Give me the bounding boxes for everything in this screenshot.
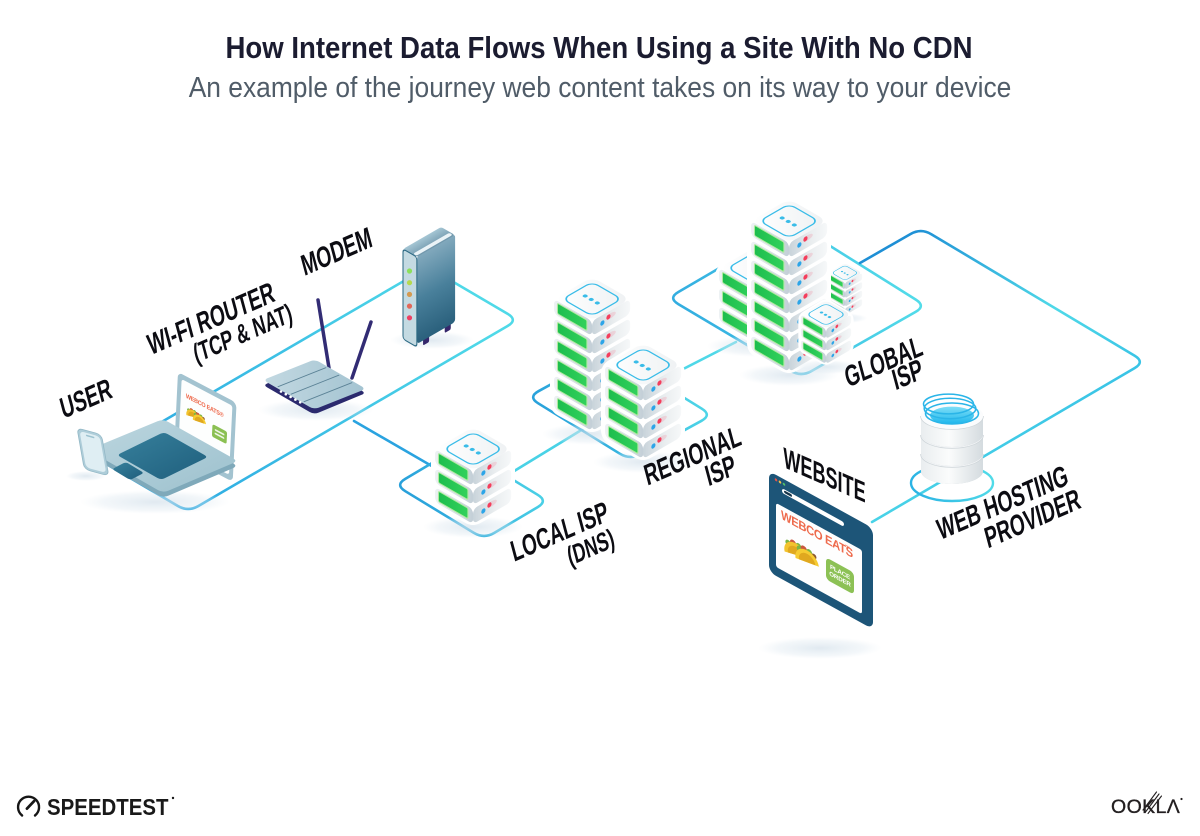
svg-text:™: ™: [845, 544, 850, 552]
svg-text:USER: USER: [57, 372, 116, 426]
svg-text:How Internet Data Flows When U: How Internet Data Flows When Using a Sit…: [225, 32, 972, 66]
svg-text:MODEM: MODEM: [298, 221, 376, 283]
svg-text:An example of the journey web: An example of the journey web content ta…: [189, 71, 1012, 103]
svg-text:SPEEDTEST: SPEEDTEST: [47, 794, 169, 821]
